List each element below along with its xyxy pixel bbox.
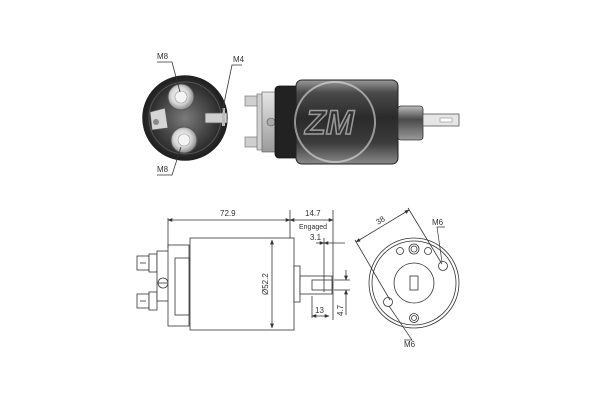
side-view-photo: ZM [244,79,460,165]
dim-slot-width: 4.7 [336,304,345,316]
dim-slot-length: 13 [315,306,324,315]
dim-body-length: 72.9 [220,209,236,218]
label-m4: M4 [233,55,245,64]
svg-text:ZM: ZM [304,104,355,142]
m6-hole-lower [383,297,393,307]
side-view-dimension-labels: 72.9 14.7 Engaged 3.1 Ø52.2 13 4.7 [220,209,345,316]
dim-engaged-label: Engaged [299,224,327,231]
side-view-drawing [136,210,350,331]
flange-view-drawing [354,207,460,341]
label-m8-top: M8 [157,52,169,61]
dim-plunger-offset: 3.1 [310,233,322,242]
dim-plunger-travel: 14.7 [305,209,321,218]
dim-body-diameter: Ø52.2 [261,273,270,295]
logo-emblem: ZM [294,81,376,163]
label-m6-lower: M6 [404,340,416,349]
m6-hole-upper [438,261,448,271]
bottom-terminal-bolt [170,126,198,154]
end-view-photo: M8 M4 M8 [142,52,245,176]
label-m8-bottom: M8 [157,165,169,174]
top-terminal-bolt [167,83,195,111]
label-m6-upper: M6 [432,218,444,227]
